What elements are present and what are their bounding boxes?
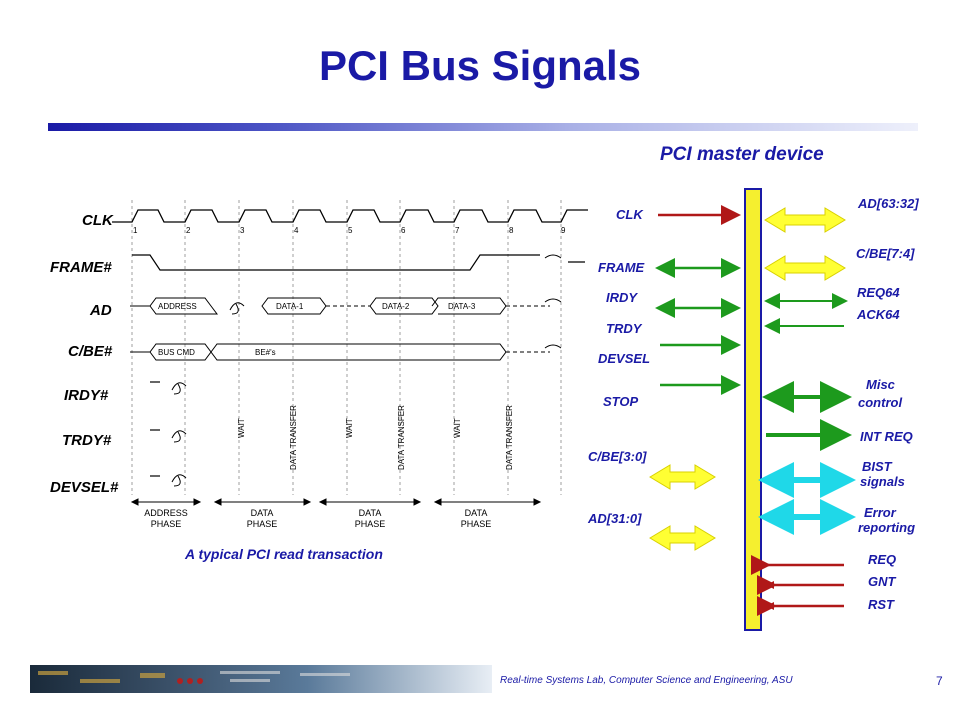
gnt-signal-label: GNT bbox=[868, 574, 896, 589]
title-underline bbox=[48, 123, 918, 131]
bist-signal-label: BIST bbox=[862, 459, 892, 474]
req64-signal-label: REQ64 bbox=[857, 285, 900, 300]
ad-low-signal-label: AD[31:0] bbox=[588, 511, 642, 526]
misc-signal-label: Misc bbox=[866, 377, 895, 392]
stop-signal-label: STOP bbox=[603, 394, 639, 409]
turnaround-icon bbox=[544, 298, 562, 303]
signal-label: IRDY# bbox=[64, 387, 109, 404]
clock-number: 2 bbox=[186, 226, 191, 235]
signal-label: TRDY# bbox=[62, 432, 112, 449]
signal-label: CLK bbox=[82, 212, 114, 229]
timing-caption: A typical PCI read transaction bbox=[184, 546, 383, 562]
reporting-signal-label: reporting bbox=[858, 520, 916, 535]
signal-label: DEVSEL# bbox=[50, 479, 119, 496]
vertical-label: WAIT bbox=[237, 418, 246, 438]
rst-arrowhead bbox=[766, 602, 774, 610]
clock-number: 4 bbox=[294, 226, 299, 235]
turnaround-icon bbox=[544, 254, 562, 259]
footer-text: Real-time Systems Lab, Computer Science … bbox=[500, 675, 793, 686]
ad-low-arrow bbox=[649, 525, 716, 551]
ad-high-arrow bbox=[764, 207, 846, 233]
clock-number: 6 bbox=[401, 226, 406, 235]
clock-number: 3 bbox=[240, 226, 245, 235]
phase-label: PHASE bbox=[247, 519, 278, 529]
control-signal-label: control bbox=[858, 395, 903, 410]
cbe-label: BUS CMD bbox=[158, 348, 195, 357]
timing-diagram: CLK FRAME# AD C/BE# IRDY# TRDY# DEVSEL# … bbox=[50, 200, 588, 562]
frame-signal-label: FRAME bbox=[598, 260, 645, 275]
ad-waveform bbox=[130, 297, 550, 315]
int-req-signal-label: INT REQ bbox=[860, 429, 913, 444]
clock-number: 5 bbox=[348, 226, 353, 235]
trdy-signal-label: TRDY bbox=[606, 321, 642, 336]
slide-title: PCI Bus Signals bbox=[318, 42, 642, 89]
phase-label: ADDRESS bbox=[144, 508, 188, 518]
devsel-signal-label: DEVSEL bbox=[598, 351, 651, 366]
vertical-label: DATA TRANSFER bbox=[397, 405, 406, 470]
turnaround-icon bbox=[229, 302, 245, 315]
turnaround-icon bbox=[171, 382, 187, 395]
clock-number: 1 bbox=[133, 226, 138, 235]
signal-arrows bbox=[649, 205, 856, 616]
phase-label: PHASE bbox=[355, 519, 386, 529]
turnaround-icon bbox=[171, 430, 187, 443]
cbe-label: BE#'s bbox=[255, 348, 276, 357]
footer-banner-image bbox=[30, 665, 492, 693]
phase-label: PHASE bbox=[151, 519, 182, 529]
error-signal-label: Error bbox=[864, 505, 896, 520]
page-number: 7 bbox=[936, 674, 943, 688]
clock-number: 9 bbox=[561, 226, 566, 235]
clk-waveform bbox=[112, 209, 588, 223]
timing-grid bbox=[131, 200, 562, 495]
master-device-title: PCI master device bbox=[660, 144, 824, 165]
signal-label: FRAME# bbox=[50, 259, 112, 276]
req-signal-label: REQ bbox=[868, 552, 897, 567]
vertical-label: WAIT bbox=[453, 418, 462, 438]
clock-number: 8 bbox=[509, 226, 514, 235]
vertical-label: DATA TRANSFER bbox=[289, 405, 298, 470]
cbe-waveform bbox=[130, 343, 550, 361]
frame-waveform bbox=[132, 254, 540, 271]
rst-signal-label: RST bbox=[868, 597, 894, 612]
phase-label: DATA bbox=[359, 508, 382, 518]
vertical-label: DATA TRANSFER bbox=[505, 405, 514, 470]
clock-number: 7 bbox=[455, 226, 460, 235]
gnt-arrowhead bbox=[766, 581, 774, 589]
turnaround-icon bbox=[544, 344, 562, 349]
phase-label: PHASE bbox=[461, 519, 492, 529]
cbe-low-arrow bbox=[649, 464, 716, 490]
irdy-signal-label: IRDY bbox=[606, 290, 638, 305]
ad-high-signal-label: AD[63:32] bbox=[858, 196, 919, 211]
ack64-signal-label: ACK64 bbox=[857, 307, 900, 322]
ad-label: DATA-1 bbox=[276, 302, 304, 311]
cbe-high-signal-label: C/BE[7:4] bbox=[856, 246, 915, 261]
signal-label: C/BE# bbox=[68, 343, 113, 360]
ad-label: DATA-2 bbox=[382, 302, 410, 311]
signals-signal-label: signals bbox=[860, 474, 905, 489]
clk-signal-label: CLK bbox=[616, 207, 643, 222]
phase-label: DATA bbox=[251, 508, 274, 518]
phase-label: DATA bbox=[465, 508, 488, 518]
ad-label: DATA-3 bbox=[448, 302, 476, 311]
signal-label: AD bbox=[89, 302, 112, 319]
cbe-low-signal-label: C/BE[3:0] bbox=[588, 449, 647, 464]
device-bus-bar bbox=[744, 188, 762, 631]
cbe-high-arrow bbox=[764, 255, 846, 281]
vertical-label: WAIT bbox=[345, 418, 354, 438]
ad-label: ADDRESS bbox=[158, 302, 197, 311]
phase-arrows bbox=[130, 498, 542, 506]
turnaround-icon bbox=[171, 474, 187, 487]
